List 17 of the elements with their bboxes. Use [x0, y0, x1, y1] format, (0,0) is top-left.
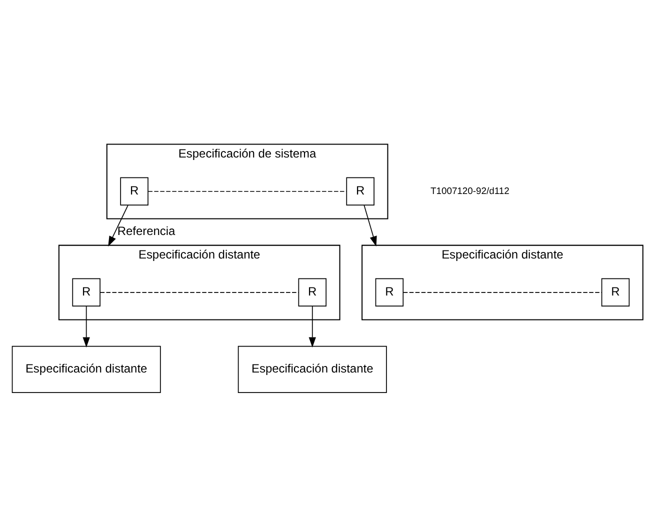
- connector: [100, 292, 299, 293]
- connector: [402, 292, 602, 293]
- node-box: R: [346, 177, 374, 206]
- node-box: R: [120, 177, 148, 206]
- arrow: [364, 204, 377, 247]
- node-box: R: [298, 278, 326, 307]
- node-box: R: [375, 278, 404, 307]
- node-box: R: [72, 278, 100, 307]
- node-box: Especificación distante: [238, 346, 387, 393]
- label: T1007120-92/d112: [430, 184, 510, 196]
- arrow: [108, 204, 128, 246]
- edge-label: Referencia: [117, 224, 176, 238]
- arrow: [82, 306, 90, 348]
- arrow: [308, 306, 316, 348]
- connector: [148, 190, 347, 192]
- node-box: Especificación distante: [12, 346, 161, 393]
- node-box: R: [601, 278, 630, 307]
